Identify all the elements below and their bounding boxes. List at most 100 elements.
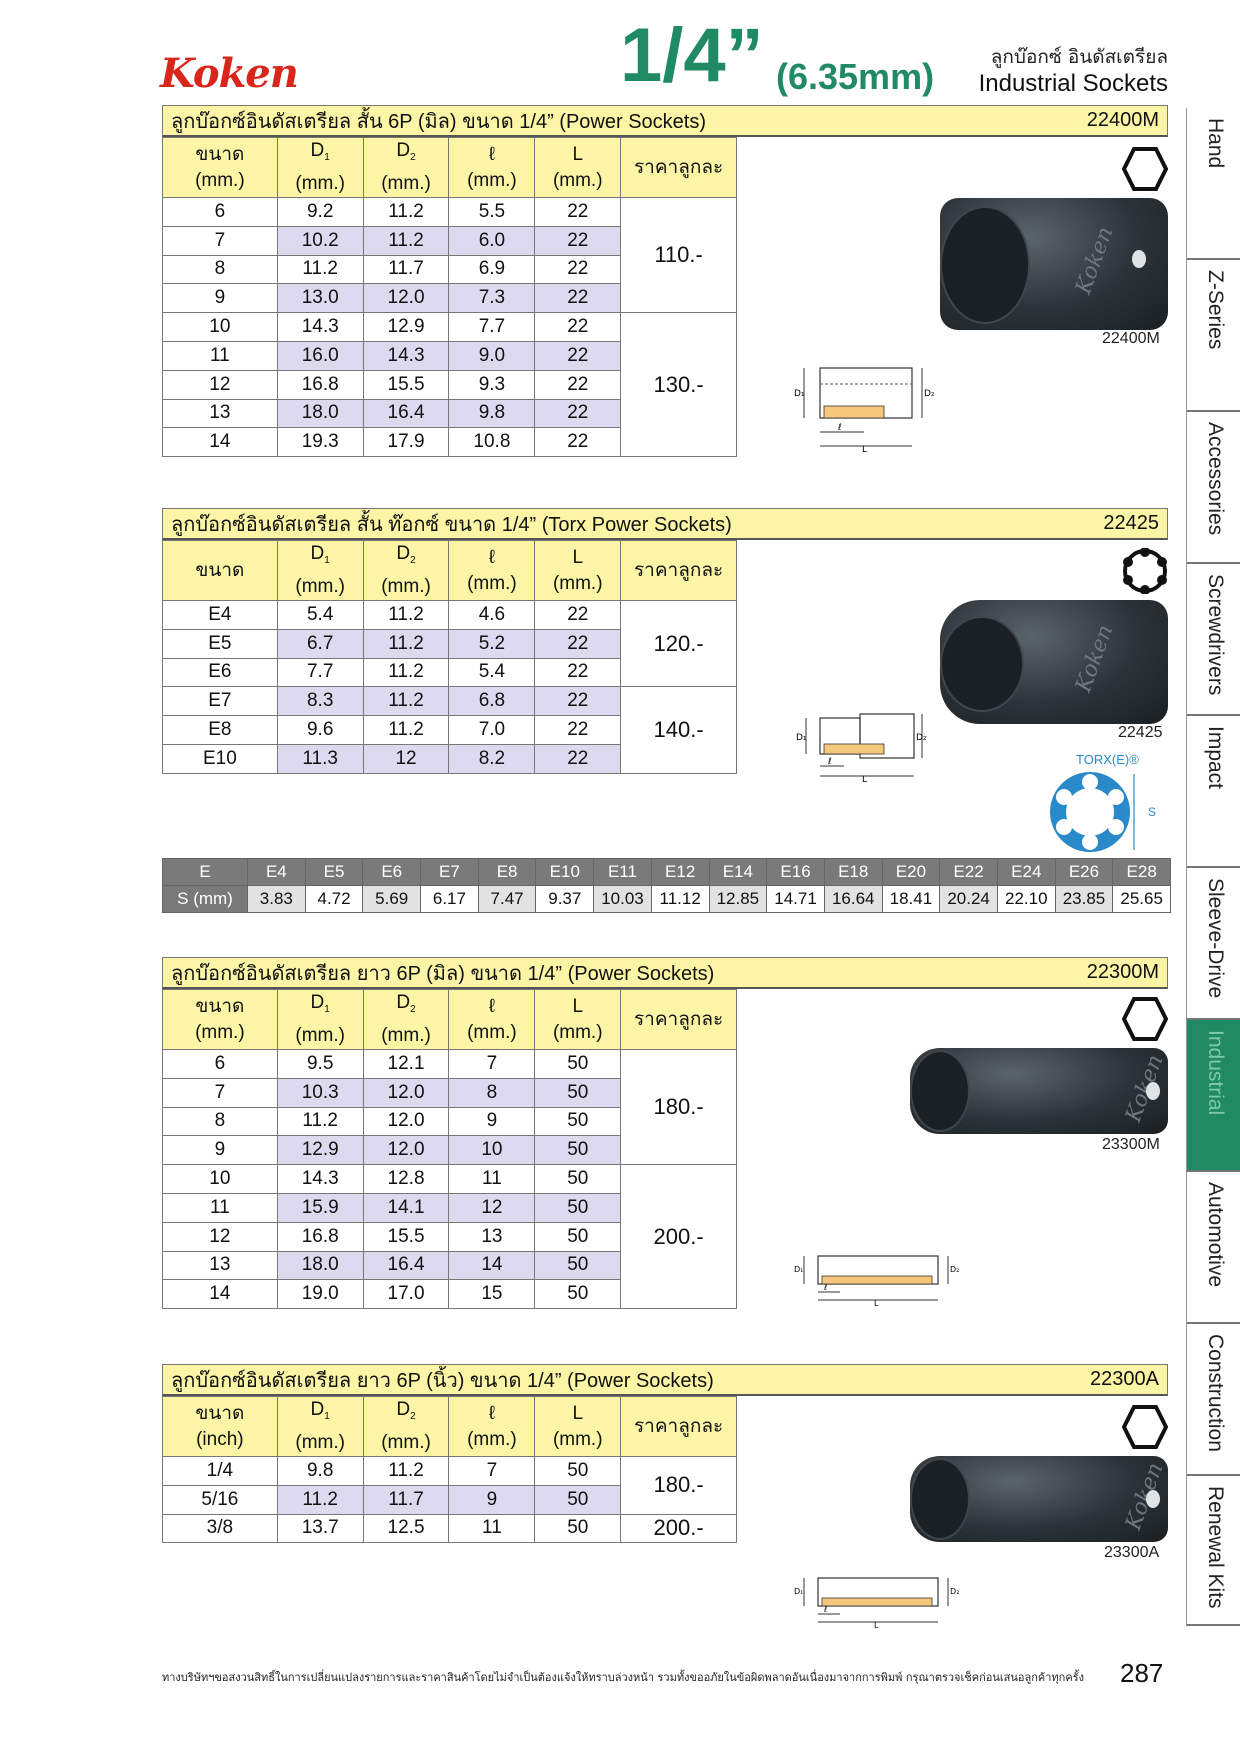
- col-price: ราคาลูกละ: [620, 989, 737, 1050]
- section-title: ลูกบ๊อกซ์อินดัสเตรียล สั้น 6P (มิล) ขนาด…: [171, 110, 706, 133]
- col-price: ราคาลูกละ: [620, 540, 737, 601]
- svg-text:S: S: [1148, 805, 1156, 819]
- col-l-big: L(mm.): [534, 137, 622, 198]
- tab-label: Sleeve-Drive: [1204, 878, 1227, 999]
- section-title: ลูกบ๊อกซ์อินดัสเตรียล ยาว 6P (มิล) ขนาด …: [171, 962, 715, 985]
- disclaimer-footer: ทางบริษัทฯขอสงวนสิทธิ์ในการเปลี่ยนแปลงรา…: [162, 1671, 1084, 1684]
- section-title-bar: ลูกบ๊อกซ์อินดัสเตรียล สั้น 6P (มิล) ขนาด…: [162, 105, 1168, 137]
- tab-construction[interactable]: Construction: [1186, 1324, 1240, 1476]
- tab-automotive[interactable]: Automotive: [1186, 1172, 1240, 1324]
- section-code: 22300M: [1086, 961, 1159, 983]
- svg-text:L: L: [874, 1299, 879, 1306]
- section-22300a: ลูกบ๊อกซ์อินดัสเตรียล ยาว 6P (นิ้ว) ขนาด…: [162, 1364, 1168, 1544]
- col-d2: D2(mm.): [362, 540, 450, 601]
- col-d1: D1(mm.): [276, 989, 364, 1050]
- svg-text:ℓ: ℓ: [823, 1283, 827, 1292]
- col-l-small: ℓ(mm.): [448, 1396, 536, 1457]
- tab-industrial[interactable]: Industrial: [1186, 1020, 1240, 1172]
- svg-text:ℓ: ℓ: [827, 757, 832, 767]
- tab-hand[interactable]: Hand: [1186, 108, 1240, 260]
- price-cell: 200.-: [620, 1513, 737, 1544]
- svg-text:ℓ: ℓ: [837, 423, 842, 433]
- col-l-big: L(mm.): [534, 540, 622, 601]
- tab-accessories[interactable]: Accessories: [1186, 412, 1240, 564]
- section-title: ลูกบ๊อกซ์อินดัสเตรียล สั้น ท๊อกซ์ ขนาด 1…: [171, 513, 732, 536]
- col-price: ราคาลูกละ: [620, 137, 737, 198]
- svg-text:D₂: D₂: [924, 389, 934, 399]
- price-cell: 140.-: [620, 686, 737, 774]
- tab-z-series[interactable]: Z-Series: [1186, 260, 1240, 412]
- col-size: ขนาด: [162, 540, 278, 601]
- dimension-drawing-22300a: D₁ D₂ ℓ L: [794, 1577, 959, 1628]
- torx-star-icon: [1123, 548, 1167, 594]
- section-22400m: ลูกบ๊อกซ์อินดัสเตรียล สั้น 6P (มิล) ขนาด…: [162, 105, 1168, 458]
- svg-text:L: L: [862, 775, 867, 782]
- section-code: 22425: [1103, 512, 1159, 534]
- svg-text:L: L: [862, 445, 867, 454]
- section-title: ลูกบ๊อกซ์อินดัสเตรียล ยาว 6P (นิ้ว) ขนาด…: [171, 1369, 714, 1392]
- col-d1: D1(mm.): [276, 540, 364, 601]
- image-code: 22425: [1118, 724, 1163, 741]
- category-tabs: Hand Z-Series Accessories Screwdrivers I…: [1186, 108, 1240, 1626]
- tab-impact[interactable]: Impact: [1186, 716, 1240, 868]
- section-title-bar: ลูกบ๊อกซ์อินดัสเตรียล ยาว 6P (นิ้ว) ขนาด…: [162, 1364, 1168, 1396]
- col-l-big: L(mm.): [534, 1396, 622, 1457]
- spec-table: ขนาด(mm.) D1(mm.) D2(mm.) ℓ(mm.) L(mm.) …: [162, 989, 737, 1310]
- spec-table: ขนาด D1(mm.) D2(mm.) ℓ(mm.) L(mm.) ราคาล…: [162, 540, 737, 774]
- price-cell: 180.-: [620, 1456, 737, 1515]
- image-code: 23300A: [1104, 1544, 1160, 1561]
- tab-label: Impact: [1204, 726, 1227, 790]
- torx-label: TORX(E)®: [1076, 752, 1139, 767]
- section-22300m: ลูกบ๊อกซ์อินดัสเตรียล ยาว 6P (มิล) ขนาด …: [162, 957, 1168, 1310]
- col-price: ราคาลูกละ: [620, 1396, 737, 1457]
- dimension-drawing-22425: D₁ D₂ ℓ L: [796, 713, 927, 782]
- svg-text:D₂: D₂: [950, 1265, 959, 1274]
- section-title-bar: ลูกบ๊อกซ์อินดัสเตรียล สั้น ท๊อกซ์ ขนาด 1…: [162, 508, 1168, 540]
- tab-sleeve-drive[interactable]: Sleeve-Drive: [1186, 868, 1240, 1020]
- col-d1: D1(mm.): [276, 1396, 364, 1457]
- spec-table: ขนาด(inch) D1(mm.) D2(mm.) ℓ(mm.) L(mm.)…: [162, 1396, 737, 1544]
- table-header-row: ขนาด D1(mm.) D2(mm.) ℓ(mm.) L(mm.) ราคาล…: [162, 540, 737, 601]
- section-code: 22300A: [1090, 1368, 1159, 1390]
- image-code: 22400M: [1102, 330, 1160, 347]
- svg-text:D₂: D₂: [950, 1587, 959, 1596]
- section-title-bar: ลูกบ๊อกซ์อินดัสเตรียล ยาว 6P (มิล) ขนาด …: [162, 957, 1168, 989]
- svg-text:D₁: D₁: [794, 1587, 803, 1596]
- col-l-big: L(mm.): [534, 989, 622, 1050]
- tab-label: Renewal Kits: [1204, 1486, 1227, 1609]
- hexagon-icon: [1122, 147, 1168, 191]
- table-header-row: ขนาด(inch) D1(mm.) D2(mm.) ℓ(mm.) L(mm.)…: [162, 1396, 737, 1457]
- page-number: 287: [1120, 1658, 1164, 1688]
- drive-size-title: 1/4”: [620, 13, 764, 98]
- tab-screwdrivers[interactable]: Screwdrivers: [1186, 564, 1240, 716]
- col-d2: D2(mm.): [362, 1396, 450, 1457]
- dimension-drawing-22300m: D₁ D₂ ℓ L: [794, 1255, 959, 1306]
- tab-renewal-kits[interactable]: Renewal Kits: [1186, 1476, 1240, 1626]
- price-cell: 200.-: [620, 1164, 737, 1310]
- table-header-row: ขนาด(mm.) D1(mm.) D2(mm.) ℓ(mm.) L(mm.) …: [162, 137, 737, 198]
- svg-text:D₁: D₁: [796, 733, 807, 743]
- tab-label: Industrial: [1204, 1030, 1227, 1116]
- price-cell: 110.-: [620, 196, 737, 314]
- koken-logo: Koken: [160, 50, 299, 97]
- section-code: 22400M: [1086, 109, 1159, 131]
- col-d2: D2(mm.): [362, 989, 450, 1050]
- col-l-small: ℓ(mm.): [448, 989, 536, 1050]
- image-code: 23300M: [1102, 1136, 1160, 1153]
